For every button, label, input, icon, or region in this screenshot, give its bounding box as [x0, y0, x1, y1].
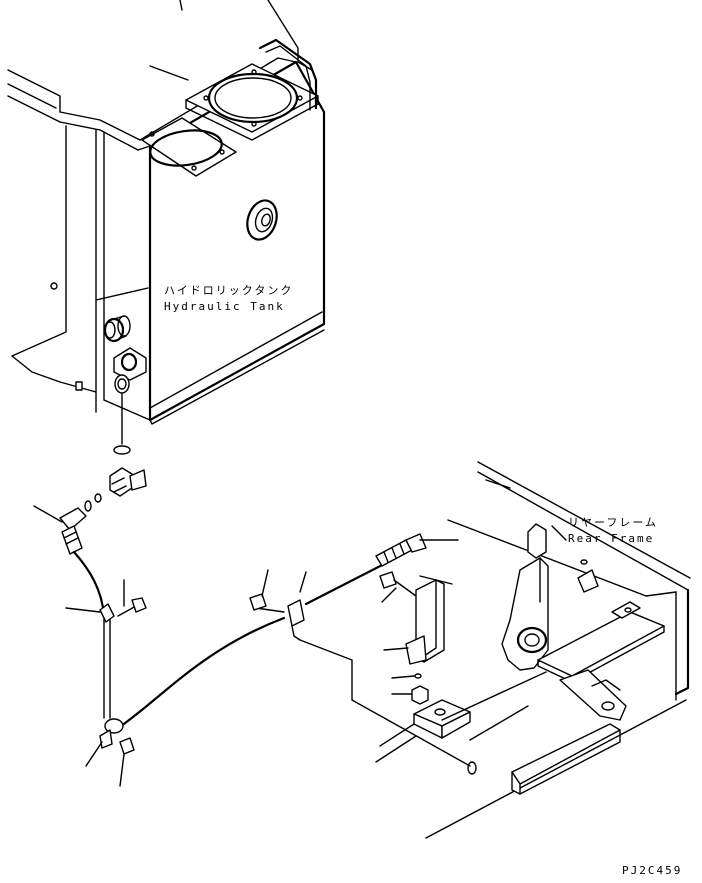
hydraulic-tank-label-en: Hydraulic Tank — [164, 300, 285, 313]
hydraulic-tank — [95, 38, 326, 425]
clamps-and-bolts — [65, 569, 307, 787]
hose-clamp — [99, 729, 113, 749]
rear-frame-leader — [551, 525, 567, 541]
hose-clamp — [287, 599, 305, 627]
hydraulic-tank-label-jp: ハイドロリックタンク — [164, 284, 294, 297]
rear-frame-label-jp: リヤーフレーム — [568, 516, 659, 529]
bolt — [119, 737, 135, 755]
rear-frame — [425, 461, 691, 839]
drawing-code: PJ2C459 — [622, 864, 683, 877]
bolt — [131, 597, 147, 613]
o-ring — [113, 445, 131, 455]
mounting-bracket — [299, 571, 477, 775]
suction-hose-assembly — [33, 393, 459, 730]
hose-clamp — [99, 603, 115, 623]
machine-body — [7, 0, 313, 413]
bolt — [249, 593, 267, 611]
rear-frame-label-en: Rear Frame — [568, 532, 655, 545]
